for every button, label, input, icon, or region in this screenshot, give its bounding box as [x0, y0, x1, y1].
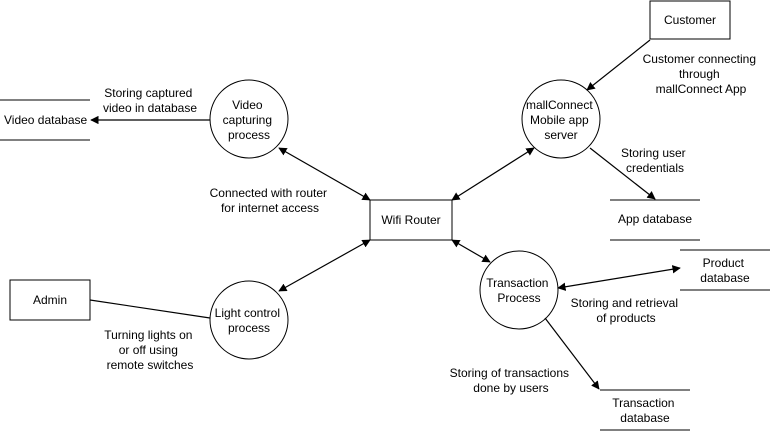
flow-router-to-transaction — [451, 239, 491, 263]
flow-admin-to-light — [89, 299, 211, 319]
light-process-label: Light control process — [215, 306, 284, 335]
storing-transactions-label: Storing of transactions done by users — [450, 366, 573, 395]
video-process-label: Video capturing process — [223, 98, 276, 142]
flow-transaction-product — [557, 265, 681, 291]
admin-label: Admin — [33, 293, 67, 307]
storing-video-label: Storing captured video in database — [103, 86, 197, 115]
flow-router-video — [278, 147, 371, 201]
video-database-store: Video database — [0, 99, 90, 141]
app-database-store: App database — [610, 199, 700, 241]
customer-entity: Customer — [649, 0, 731, 40]
app-database-label: App database — [618, 212, 692, 226]
storing-credentials-label: Storing user credentials — [621, 146, 689, 175]
connected-router-label: Connected with router for internet acces… — [210, 186, 331, 215]
video-capturing-process: Video capturing process — [209, 79, 289, 159]
wifi-router-entity: Wifi Router — [369, 199, 453, 241]
flow-router-light — [278, 239, 371, 292]
mallconnect-server-process: mallConnect Mobile app server — [521, 79, 601, 159]
turning-lights-label: Turning lights on or off using remote sw… — [104, 328, 196, 372]
transaction-process: Transaction Process — [479, 250, 559, 330]
wifi-router-label: Wifi Router — [381, 213, 440, 227]
light-control-process: Light control process — [209, 280, 289, 360]
admin-entity: Admin — [9, 279, 91, 321]
video-database-label: Video database — [4, 113, 88, 127]
customer-label: Customer — [664, 13, 716, 27]
flow-customer-to-mall — [586, 39, 651, 91]
flow-transaction-to-db — [544, 317, 600, 390]
storing-products-label: Storing and retrieval of products — [571, 296, 682, 325]
product-database-store: Product database — [680, 249, 770, 291]
customer-connecting-label: Customer connecting through mallConnect … — [643, 52, 760, 96]
transaction-process-label: Transaction Process — [486, 276, 552, 305]
product-database-label: Product database — [700, 256, 750, 285]
mall-process-label: mallConnect Mobile app server — [526, 98, 596, 142]
flow-mall-to-appdb — [589, 147, 656, 200]
flow-router-mall — [451, 147, 535, 201]
transaction-database-label: Transaction database — [612, 396, 678, 425]
transaction-database-store: Transaction database — [600, 389, 690, 431]
